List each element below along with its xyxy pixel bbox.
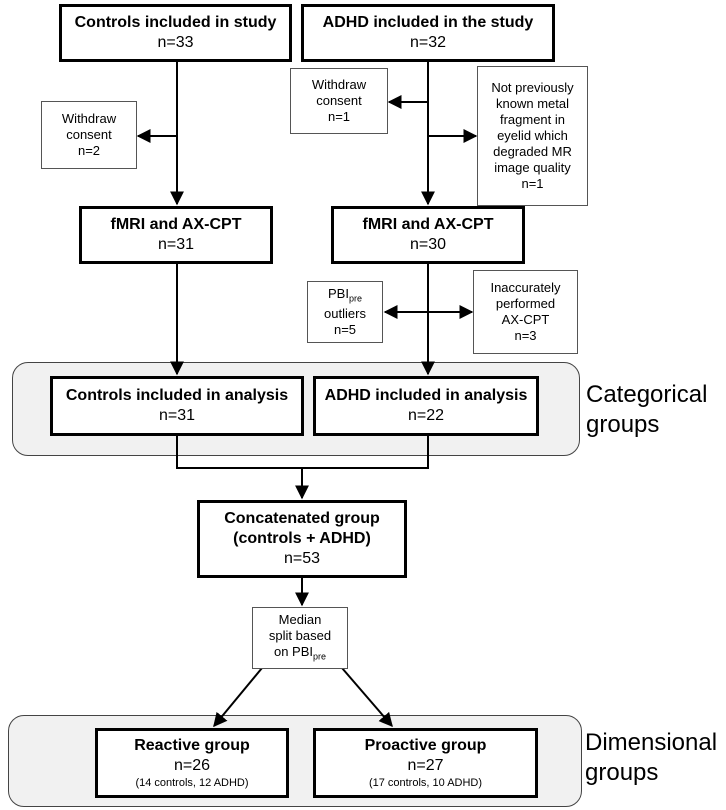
inaccurate-line3: AX-CPT [501, 312, 550, 327]
proactive-detail: (17 controls, 10 ADHD) [368, 777, 483, 789]
dimensional-label-line2: groups [585, 759, 659, 786]
concatenated-line1: Concatenated group [224, 510, 380, 527]
withdraw-adhd-box: Withdraw consent n=1 [290, 68, 388, 134]
categorical-groups-label: Categorical groups [586, 380, 707, 440]
fmri-controls-box: fMRI and AX-CPT n=31 [79, 206, 273, 264]
fmri-controls-title: fMRI and AX-CPT [110, 216, 242, 233]
reactive-title: Reactive group [134, 737, 250, 754]
merge-line [176, 436, 429, 469]
dimensional-groups-label: Dimensional groups [585, 728, 717, 788]
controls-study-title: Controls included in study [74, 14, 277, 31]
pbi-outliers-line2: outliers [324, 306, 366, 322]
reactive-count: n=26 [173, 757, 211, 774]
reactive-detail: (14 controls, 12 ADHD) [135, 777, 249, 789]
pbi-outliers-count: n=5 [333, 322, 357, 338]
inaccurate-box: Inaccurately performed AX-CPT n=3 [473, 270, 578, 354]
dimensional-label-line1: Dimensional [585, 729, 718, 756]
withdraw-adhd-count: n=1 [327, 109, 351, 124]
categorical-label-line2: groups [586, 411, 660, 438]
inaccurate-line2: performed [495, 296, 556, 311]
controls-analysis-box: Controls included in analysis n=31 [50, 376, 304, 436]
metal-fragment-line: fragment in [499, 112, 566, 127]
metal-fragment-line: Not previously [491, 80, 574, 95]
median-split-prefix: on PBI [273, 643, 313, 659]
adhd-analysis-count: n=22 [407, 407, 445, 424]
concatenated-count: n=53 [283, 550, 321, 567]
median-split-subscript: pre [313, 651, 327, 662]
adhd-study-box: ADHD included in the study n=32 [301, 4, 555, 62]
fmri-controls-count: n=31 [157, 236, 195, 253]
fmri-adhd-count: n=30 [409, 236, 447, 253]
fmri-adhd-title: fMRI and AX-CPT [362, 216, 494, 233]
median-split-line2: split based [268, 627, 332, 643]
concatenated-line2: (controls + ADHD) [233, 530, 371, 547]
adhd-analysis-box: ADHD included in analysis n=22 [313, 376, 539, 436]
withdraw-controls-box: Withdraw consent n=2 [41, 101, 137, 169]
pbi-outliers-base: PBI [328, 285, 349, 301]
adhd-analysis-title: ADHD included in analysis [324, 387, 528, 404]
metal-fragment-count: n=1 [521, 176, 544, 191]
pbi-outliers-subscript: pre [348, 293, 362, 304]
proactive-title: Proactive group [364, 737, 487, 754]
withdraw-adhd-line2: consent [316, 93, 362, 108]
adhd-study-title: ADHD included in the study [322, 14, 534, 31]
adhd-study-count: n=32 [409, 34, 447, 51]
median-split-line3: on PBIpre [274, 644, 326, 665]
categorical-label-line1: Categorical [586, 381, 708, 408]
metal-fragment-line: image quality [494, 160, 571, 175]
reactive-group-box: Reactive group n=26 (14 controls, 12 ADH… [95, 728, 289, 798]
proactive-count: n=27 [407, 757, 444, 774]
metal-fragment-line: degraded MR [493, 144, 572, 159]
median-split-line1: Median [278, 611, 322, 627]
arrow-median-to-proactive [341, 667, 393, 728]
metal-fragment-line: known metal [496, 96, 569, 111]
controls-analysis-title: Controls included in analysis [65, 387, 289, 404]
metal-fragment-line: eyelid which [497, 128, 568, 143]
metal-fragment-box: Not previously known metal fragment in e… [477, 66, 588, 206]
controls-analysis-count: n=31 [158, 407, 196, 424]
withdraw-controls-count: n=2 [77, 143, 101, 158]
concatenated-group-box: Concatenated group (controls + ADHD) n=5… [197, 500, 407, 578]
proactive-group-box: Proactive group n=27 (17 controls, 10 AD… [313, 728, 538, 798]
withdraw-controls-line1: Withdraw [61, 111, 117, 126]
inaccurate-count: n=3 [514, 328, 537, 343]
pbi-outliers-box: PBIpre outliers n=5 [307, 281, 383, 343]
controls-study-box: Controls included in study n=33 [59, 4, 292, 62]
withdraw-controls-line2: consent [66, 127, 112, 142]
fmri-adhd-box: fMRI and AX-CPT n=30 [331, 206, 525, 264]
inaccurate-line1: Inaccurately [490, 280, 561, 295]
controls-study-count: n=33 [157, 34, 194, 51]
median-split-box: Median split based on PBIpre [252, 607, 348, 669]
pbi-outliers-line1: PBIpre [328, 286, 362, 307]
arrow-median-to-reactive [213, 667, 263, 728]
withdraw-adhd-line1: Withdraw [311, 77, 367, 92]
